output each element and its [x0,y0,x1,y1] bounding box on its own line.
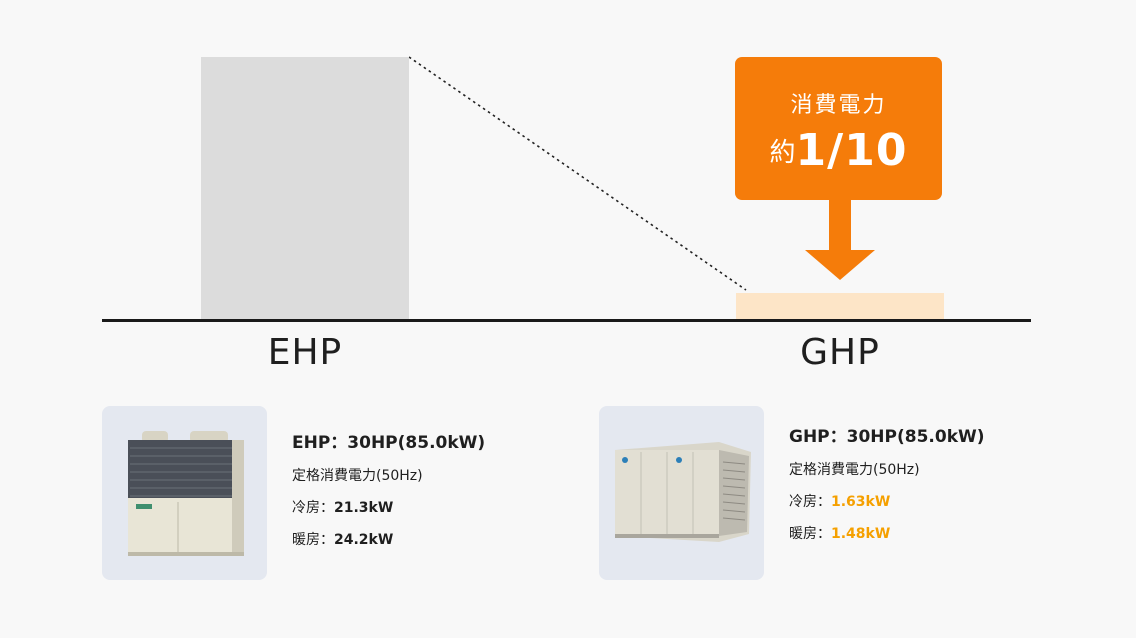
ehp-outdoor-unit-image [128,431,244,556]
ghp-heating: 暖房：1.48kW [789,523,985,543]
ehp-label: EHP [267,332,343,373]
callout-value: 約1/10 [735,125,942,176]
ehp-heating-value: 24.2kW [334,532,394,548]
ehp-heating-label: 暖房： [292,532,334,548]
ghp-heating-value: 1.48kW [831,526,891,542]
ghp-label: GHP [800,332,880,373]
ehp-bar [201,57,409,320]
ghp-heating-label: 暖房： [789,526,831,542]
callout-title: 消費電力 [790,93,887,118]
ghp-rated-power-label: 定格消費電力(50Hz) [789,462,920,478]
ehp-spec-title: EHP：30HP(85.0kW) [292,433,486,453]
ghp-spec: GHP：30HP(85.0kW) 定格消費電力(50Hz) 冷房：1.63kW … [789,422,985,543]
callout-prefix: 約 [769,138,796,168]
callout-ratio: 1/10 [795,125,908,176]
ghp-outdoor-unit-image [615,442,751,542]
ehp-spec: EHP：30HP(85.0kW) 定格消費電力(50Hz) 冷房：21.3kW … [292,428,485,549]
ehp-heating: 暖房：24.2kW [292,529,485,549]
ehp-cooling-value: 21.3kW [334,500,394,516]
ghp-spec-title: GHP：30HP(85.0kW) [789,427,985,447]
ghp-unit-image-card [599,406,764,580]
down-arrow-icon [805,200,875,280]
ehp-rated-power-label: 定格消費電力(50Hz) [292,468,423,484]
ghp-cooling-value: 1.63kW [831,494,891,510]
ehp-cooling: 冷房：21.3kW [292,497,485,517]
ehp-unit-image-card [102,406,267,580]
ehp-cooling-label: 冷房： [292,500,334,516]
baseline [102,319,1031,322]
ghp-bar [736,293,944,320]
ghp-cooling: 冷房：1.63kW [789,491,985,511]
ghp-cooling-label: 冷房： [789,494,831,510]
power-consumption-callout: 消費電力 約1/10 [735,57,942,200]
